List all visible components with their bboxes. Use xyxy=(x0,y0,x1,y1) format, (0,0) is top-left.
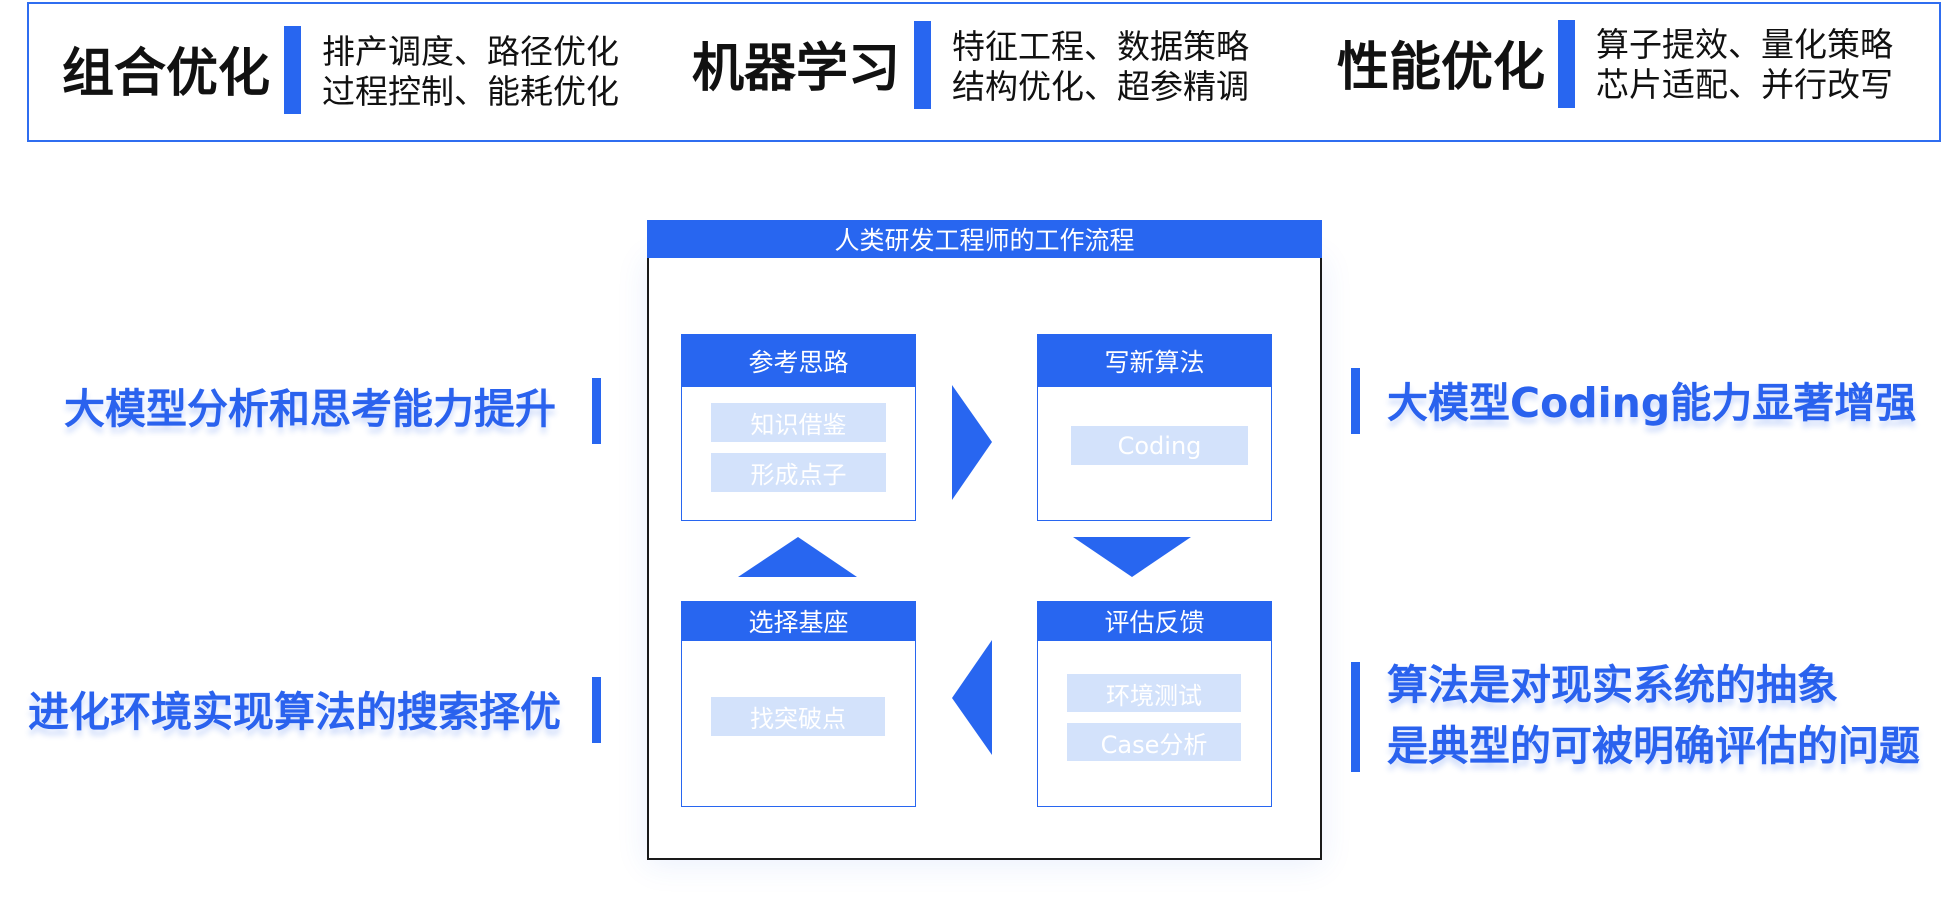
step-label-select: 选择基座 xyxy=(681,601,916,641)
caption-bar xyxy=(1351,368,1360,434)
domain-title-performance: 性能优化 xyxy=(1337,38,1546,98)
arrow-left-icon xyxy=(952,640,992,755)
step-label-reference: 参考思路 xyxy=(681,334,916,387)
arrow-up-icon xyxy=(738,537,857,577)
step-chip: 知识借鉴 xyxy=(711,403,886,442)
domain-divider-bar xyxy=(1558,20,1575,108)
domain-item: 过程控制、能耗优化 xyxy=(322,72,619,111)
caption-right-top: 大模型Coding能力显著增强 xyxy=(1387,379,1917,427)
domain-banner xyxy=(27,2,1941,142)
step-label-evaluate: 评估反馈 xyxy=(1037,601,1272,641)
step-label-write: 写新算法 xyxy=(1037,334,1272,387)
workflow-title: 人类研发工程师的工作流程 xyxy=(647,220,1322,258)
caption-bar xyxy=(592,677,601,743)
caption-left-bottom: 进化环境实现算法的搜索择优 xyxy=(28,688,561,736)
caption-left-top: 大模型分析和思考能力提升 xyxy=(64,385,556,433)
domain-item: 芯片适配、并行改写 xyxy=(1596,65,1893,104)
step-chip: 形成点子 xyxy=(711,453,886,492)
step-chip: Coding xyxy=(1071,426,1248,465)
step-chip: 找突破点 xyxy=(711,697,885,736)
domain-item: 算子提效、量化策略 xyxy=(1596,25,1893,64)
domain-title-machine-learning: 机器学习 xyxy=(692,39,901,99)
domain-item: 排产调度、路径优化 xyxy=(322,32,619,71)
arrow-right-icon xyxy=(952,385,992,500)
domain-item: 特征工程、数据策略 xyxy=(952,27,1249,66)
domain-divider-bar xyxy=(914,21,931,109)
caption-right-bottom-line1: 算法是对现实系统的抽象 xyxy=(1387,661,1838,709)
step-chip: 环境测试 xyxy=(1067,674,1241,712)
domain-item: 结构优化、超参精调 xyxy=(952,67,1249,106)
caption-right-bottom-line2: 是典型的可被明确评估的问题 xyxy=(1387,722,1920,770)
domain-divider-bar xyxy=(284,26,301,114)
arrow-down-icon xyxy=(1073,537,1191,577)
domain-title-combinatorial: 组合优化 xyxy=(62,44,271,104)
step-chip: Case分析 xyxy=(1067,723,1241,761)
caption-bar xyxy=(1351,662,1360,772)
caption-bar xyxy=(592,378,601,444)
